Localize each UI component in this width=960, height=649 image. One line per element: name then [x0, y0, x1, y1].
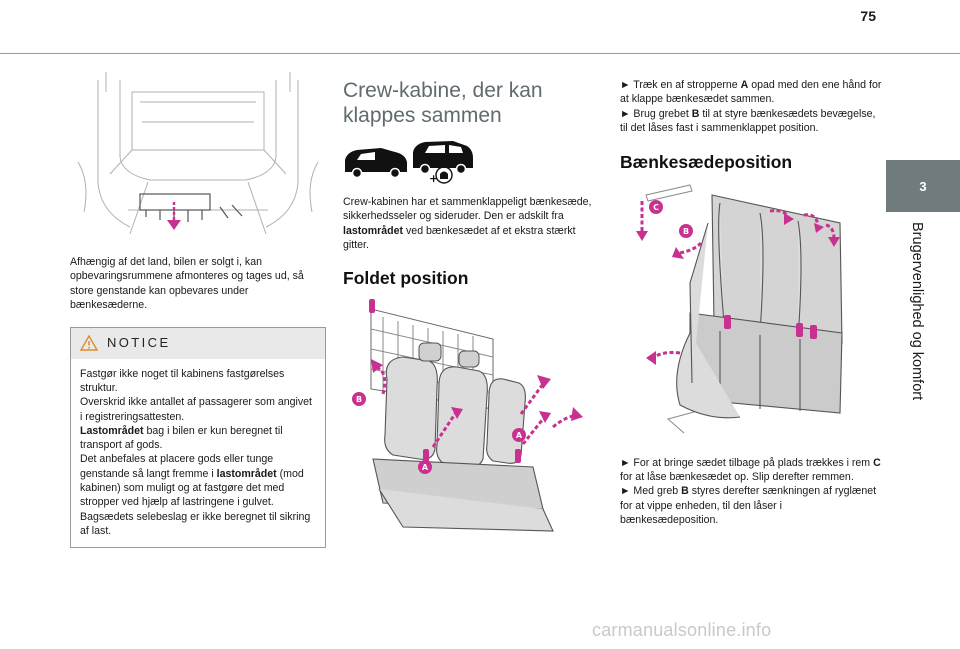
notice-paragraph: Det anbefales at placere gods eller tung… — [80, 452, 317, 509]
step-3: ► For at bringe sædet tilbage på plads t… — [620, 456, 882, 485]
notice-text: (mod kabinen) som muligt og at fastgøre … — [80, 467, 304, 509]
column-right: ► Træk en af stropperne A opad med den e… — [620, 78, 882, 528]
svg-text:+: + — [429, 172, 438, 184]
chapter-tab[interactable]: 3 — [886, 160, 960, 212]
notice-paragraph: Fastgør ikke noget til kabinens fastgøre… — [80, 367, 285, 394]
section-heading-crew-cab: Crew-kabine, der kan klappes sammen — [343, 79, 543, 127]
cargo-storage-illustration — [77, 72, 319, 235]
section-heading-folded: Foldet position — [343, 267, 469, 288]
notice-bold: lastområdet — [216, 467, 277, 480]
page-number: 75 — [860, 8, 876, 24]
notice-title: NOTICE — [107, 334, 171, 350]
step-text: ► Træk en af stropperne — [620, 79, 741, 91]
notice-box: NOTICE Fastgør ikke noget til kabinens f… — [70, 326, 326, 549]
column-middle: Crew-kabine, der kan klappes sammen + Cr… — [343, 78, 603, 539]
fig-label-a: A — [516, 431, 523, 440]
notice-body: Fastgør ikke noget til kabinens fastgøre… — [71, 359, 325, 548]
step-text: opad med den ene hånd for at klappe bænk… — [620, 79, 882, 106]
watermark: carmanualsonline.info — [592, 620, 772, 640]
folded-seat-illustration: B A A — [352, 298, 583, 532]
step-bold: A — [740, 79, 749, 91]
crew-cab-intro: Crew-kabinen har et sammenklappeligt bæn… — [343, 195, 603, 253]
storage-intro-text: Afhængig af det land, bilen er solgt i, … — [70, 256, 304, 312]
step-text: ► Med greb — [620, 485, 682, 498]
intro-text: ved bænkesædet af et ekstra stærkt gitte… — [343, 224, 576, 252]
step-text: ► For at bringe sædet tilbage på plads t… — [620, 456, 874, 469]
chapter-number: 3 — [919, 178, 927, 194]
step-4: ► Med greb B styres derefter sænkningen … — [620, 484, 882, 527]
bench-seat-illustration: C B — [636, 184, 843, 434]
van-icons: + — [345, 141, 473, 184]
step-bold: B — [681, 485, 689, 498]
step-text: for at låse bænkesædet op. Slip derefter… — [620, 471, 854, 484]
notice-bold: Lastområdet — [80, 424, 144, 437]
intro-text: Crew-kabinen har et sammenklappeligt bæn… — [343, 196, 592, 223]
notice-text: Det anbefales at placere gods eller tung… — [80, 453, 274, 480]
chapter-title: Brugervenlighed og komfort — [909, 222, 925, 401]
intro-bold: lastområdet — [343, 224, 404, 237]
step-2: ► Brug grebet B til at styre bænkesædets… — [620, 107, 882, 136]
step-text: ► Brug grebet — [620, 107, 692, 120]
step-1: ► Træk en af stropperne A opad med den e… — [620, 78, 882, 107]
step-text: til at styre bænkesædets bevægelse, til … — [620, 107, 876, 135]
notice-text: bag i bilen er kun beregnet til transpor… — [80, 424, 283, 452]
notice-paragraph: Lastområdet bag i bilen er kun beregnet … — [80, 424, 317, 453]
fig-label-b: B — [683, 227, 689, 236]
fig-label-c: C — [653, 203, 659, 212]
notice-header: NOTICE — [71, 327, 325, 359]
notice-paragraph: Bagsædets selebeslag er ikke beregnet ti… — [80, 510, 311, 537]
step-bold: C — [873, 456, 881, 469]
section-heading-bench: Bænkesædeposition — [620, 151, 793, 172]
fig-label-a: A — [422, 463, 429, 472]
header-rule — [0, 53, 960, 54]
warning-icon — [80, 335, 98, 351]
notice-paragraph: Overskrid ikke antallet af passagerer so… — [80, 396, 312, 423]
column-left: Afhængig af det land, bilen er solgt i, … — [70, 62, 326, 549]
step-text: styres derefter sænkningen af ryglænet f… — [620, 485, 877, 527]
fig-label-b: B — [356, 395, 362, 404]
step-bold: B — [691, 107, 700, 120]
